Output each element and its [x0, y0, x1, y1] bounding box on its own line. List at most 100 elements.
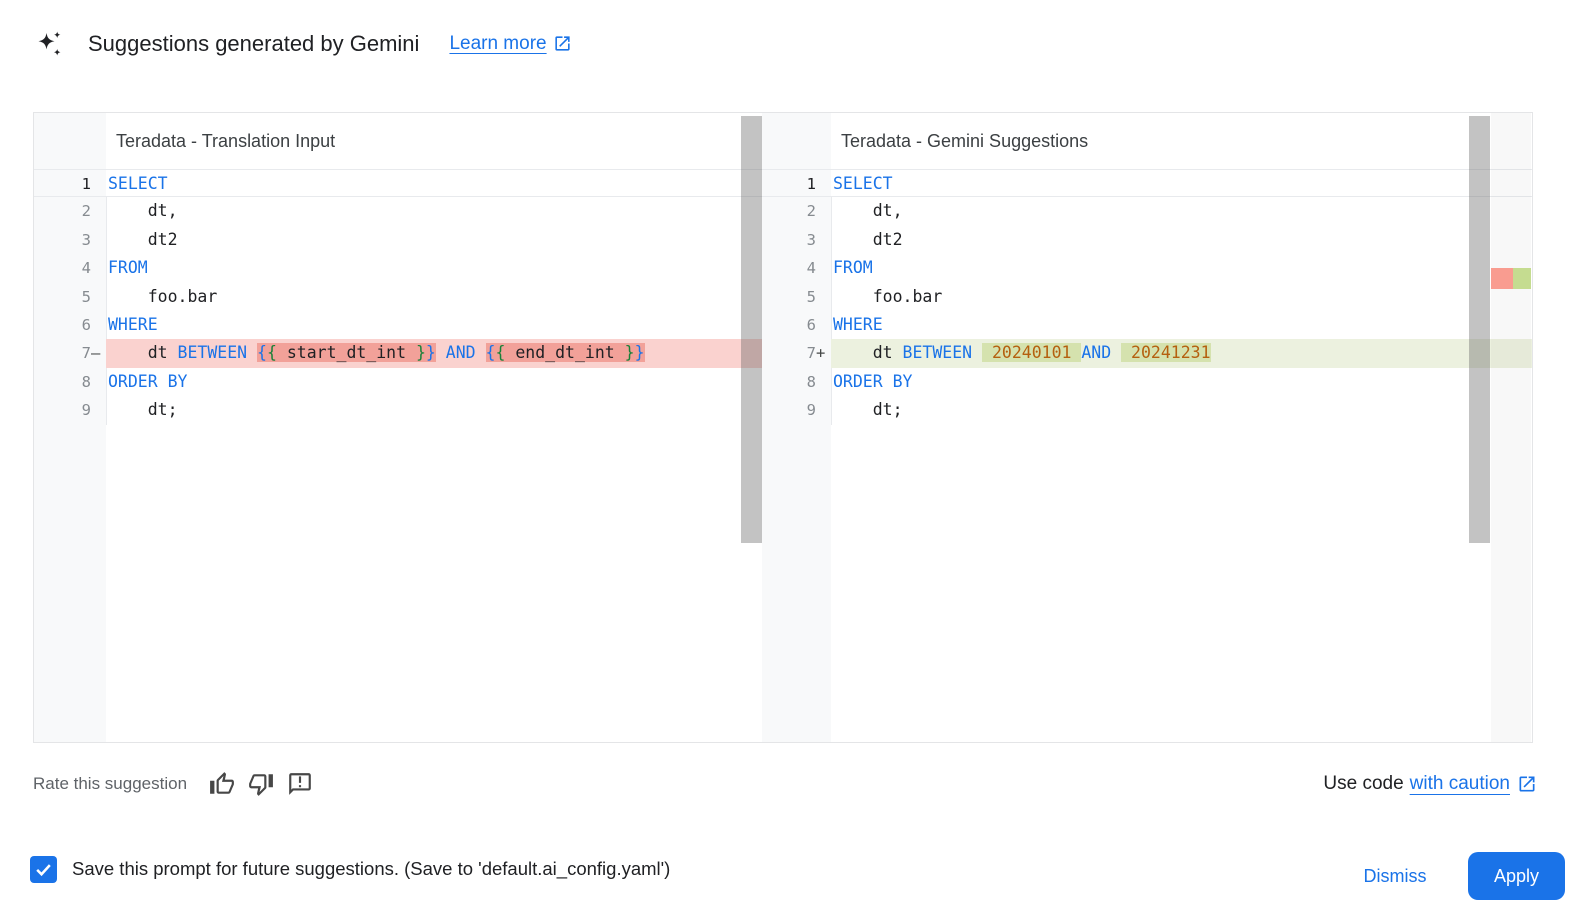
code-token: dt; — [833, 400, 903, 420]
line-number: 4 — [81, 259, 91, 278]
code-line: 7+ dt BETWEEN 20240101 AND 20241231 — [762, 339, 1532, 368]
code-token: } — [634, 343, 645, 363]
save-prompt-checkbox[interactable] — [30, 856, 57, 883]
line-number: 6 — [81, 315, 91, 334]
line-number: 8 — [81, 372, 91, 391]
vertical-scrollbar[interactable] — [1469, 116, 1490, 543]
line-number: 8 — [806, 372, 816, 391]
code-token: 20241231 — [1121, 343, 1211, 363]
code-line: 3 dt2 — [762, 225, 1532, 255]
code-line: 1 SELECT — [762, 169, 1532, 198]
code-line: 4 FROM — [762, 254, 1532, 283]
code-token: } — [425, 343, 436, 363]
editor-title-suggestions: Teradata - Gemini Suggestions — [841, 130, 1089, 151]
line-number: 5 — [806, 287, 816, 306]
code-token: foo.bar — [833, 286, 943, 306]
diff-overview-ruler[interactable] — [1491, 113, 1531, 742]
code-token — [247, 343, 257, 362]
code-token: BETWEEN — [902, 343, 973, 363]
removed-diff-marker — [1491, 268, 1513, 289]
code-token: BETWEEN — [177, 343, 248, 363]
feedback-icon[interactable] — [287, 771, 313, 797]
code-line: 9 dt; — [762, 396, 1532, 425]
code-token: AND — [445, 343, 476, 363]
code-line: 2 dt, — [762, 197, 1532, 226]
code-content: ORDER BY — [831, 367, 1532, 397]
dismiss-button[interactable]: Dismiss — [1340, 858, 1450, 894]
code-token: ORDER BY — [108, 371, 188, 391]
code-content: dt; — [831, 396, 1532, 425]
code-line: 2 dt, — [34, 197, 762, 226]
code-line: 6 WHERE — [762, 310, 1532, 340]
line-number: 9 — [81, 401, 91, 420]
code-token: SELECT — [833, 174, 893, 193]
rate-label: Rate this suggestion — [33, 774, 188, 793]
code-content: FROM — [831, 254, 1532, 283]
line-number: 2 — [806, 202, 816, 221]
line-number: 6 — [806, 315, 816, 334]
code-content: foo.bar — [831, 282, 1532, 311]
line-number: 7+ — [806, 344, 826, 363]
line-number: 1 — [806, 175, 816, 193]
line-number: 5 — [81, 287, 91, 306]
line-number-gutter — [762, 113, 831, 742]
code-token: SELECT — [108, 174, 168, 193]
code-content: dt, — [106, 197, 762, 226]
line-number: 3 — [81, 230, 91, 249]
rate-suggestion-row: Rate this suggestion — [33, 768, 326, 800]
code-token: AND — [1081, 343, 1112, 363]
use-code-caution: Use code with caution — [1323, 773, 1537, 795]
with-caution-link[interactable]: with caution — [1409, 773, 1510, 794]
code-content: dt BETWEEN 20240101 AND 20241231 — [831, 339, 1532, 368]
line-number: 9 — [806, 401, 816, 420]
code-line: 4 FROM — [34, 254, 762, 283]
added-diff-marker — [1513, 268, 1531, 289]
code-token: dt — [108, 343, 178, 363]
code-line: 7– dt BETWEEN {{ start_dt_int }} AND {{ … — [34, 339, 762, 368]
thumb-down-icon[interactable] — [248, 771, 274, 797]
code-content: FROM — [106, 254, 762, 283]
code-token: dt2 — [108, 229, 178, 249]
code-token: WHERE — [108, 314, 158, 334]
code-content: WHERE — [106, 310, 762, 340]
vertical-scrollbar[interactable] — [741, 116, 762, 543]
learn-more-link[interactable]: Learn more — [449, 33, 571, 55]
code-token — [476, 343, 486, 362]
code-line: 9 dt; — [34, 396, 762, 425]
code-content: dt2 — [831, 225, 1532, 255]
line-number: 3 — [806, 230, 816, 249]
save-prompt-label: Save this prompt for future suggestions.… — [72, 858, 671, 879]
code-line: 8 ORDER BY — [34, 367, 762, 397]
line-number: 2 — [81, 202, 91, 221]
line-number: 4 — [806, 259, 816, 278]
code-content: SELECT — [106, 170, 762, 196]
code-line: 5 foo.bar — [34, 282, 762, 311]
code-line: 6 WHERE — [34, 310, 762, 340]
code-token: } — [624, 343, 635, 363]
code-token: start_dt_int — [276, 343, 416, 363]
code-token: end_dt_int — [505, 343, 625, 363]
code-token: dt2 — [833, 229, 903, 249]
code-token — [972, 343, 982, 362]
code-token — [436, 343, 446, 362]
line-number-gutter — [34, 113, 106, 742]
code-token: { — [495, 343, 506, 363]
code-content: foo.bar — [106, 282, 762, 311]
code-content: WHERE — [831, 310, 1532, 340]
suggestions-header: Suggestions generated by Gemini Learn mo… — [36, 30, 572, 57]
code-token — [1111, 343, 1121, 362]
gemini-suggestions-editor: Teradata - Gemini Suggestions 1 SELECT 2 d… — [762, 113, 1532, 742]
code-content: dt, — [831, 197, 1532, 226]
code-token: } — [415, 343, 426, 363]
code-content: SELECT — [831, 170, 1532, 196]
code-line: 8 ORDER BY — [762, 367, 1532, 397]
apply-button[interactable]: Apply — [1468, 852, 1565, 900]
code-token: dt, — [833, 201, 903, 221]
code-token: dt; — [108, 400, 178, 420]
thumb-up-icon[interactable] — [209, 771, 235, 797]
code-token: WHERE — [833, 314, 883, 334]
